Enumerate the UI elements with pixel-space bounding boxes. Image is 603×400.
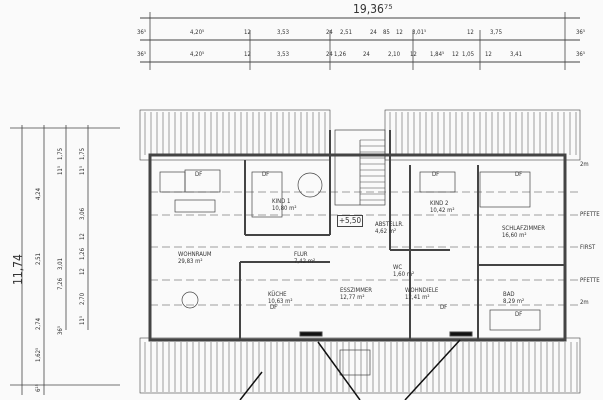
room-name: BAD [503, 291, 515, 298]
dim-label: 36⁵ [137, 51, 147, 58]
room-name: SCHLAFZIMMER [502, 225, 545, 232]
room-area: 12,77 m² [340, 294, 365, 301]
roof-window-label: DF [515, 171, 523, 178]
roof-label: PFETTE [580, 211, 600, 218]
roof-window-label: DF [440, 304, 448, 311]
dim-label: 24 [370, 29, 377, 36]
dim-label: 3,01⁵ [412, 29, 427, 36]
room-area: 10,42 m² [430, 207, 455, 214]
room-area: 8,29 m² [503, 298, 525, 305]
dim-label: 11⁵ [57, 165, 64, 175]
room-name: FLUR [294, 251, 308, 258]
dim-label: 12 [410, 51, 417, 58]
room-area: 1,60 m² [393, 271, 415, 278]
dim-label: 12 [485, 51, 492, 58]
roof-window-label: DF [432, 171, 440, 178]
dim-label: 6²⁵ [35, 384, 42, 392]
dim-label: 1,26 [334, 51, 347, 58]
roof-window-label: DF [515, 311, 523, 318]
dim-label: 2,74 [35, 317, 42, 330]
dim-label: 36⁵ [137, 29, 147, 36]
dim-label: 12 [396, 29, 403, 36]
left-dim-lines [10, 125, 120, 395]
roof-label: FIRST [580, 244, 596, 251]
dim-label: 12 [79, 233, 86, 240]
dim-label: 24 [326, 29, 333, 36]
roof-window-label: DF [195, 171, 203, 178]
dim-label: 36⁵ [57, 325, 64, 335]
room-name: ESSZIMMER [340, 287, 373, 294]
chimney-mark [299, 331, 323, 337]
dim-label: 3,53 [277, 29, 290, 36]
annotation-arrows [239, 339, 461, 400]
dim-label: 11⁵ [79, 165, 86, 175]
room-name: ABSTELLR. [375, 221, 404, 228]
room-area: 16,60 m² [502, 232, 527, 239]
dim-label: 1,62⁵ [35, 347, 42, 362]
dim-label: 12 [244, 51, 251, 58]
dim-label: 4,24 [35, 187, 42, 200]
room-area: 29,83 m² [178, 258, 203, 265]
dim-label: 4,20⁵ [190, 29, 205, 36]
total-depth: 11,74 [11, 254, 25, 285]
dim-label: 2,51 [340, 29, 353, 36]
room-name: WC [393, 264, 403, 271]
dim-label: 2,70 [79, 292, 86, 305]
level-mark: +5,50 [337, 215, 364, 227]
room-area: 4,62 m² [375, 228, 397, 235]
roof-window-label: DF [270, 304, 278, 311]
dim-label: 2,51 [35, 252, 42, 265]
dim-label: 1,75 [79, 147, 86, 160]
dim-label: 1,05 [462, 51, 475, 58]
dim-label: 11⁵ [79, 315, 86, 325]
room-name: KIND 1 [272, 198, 291, 205]
room-area: 10,63 m² [268, 298, 293, 305]
room-name: KIND 2 [430, 200, 449, 207]
room-area: 12,41 m² [405, 294, 430, 301]
outer-wall [148, 153, 567, 342]
dim-label: 24 [363, 51, 370, 58]
room-name: WOHNRAUM [178, 251, 212, 258]
dim-label: 3,06 [79, 207, 86, 220]
dim-label: 3,01 [57, 257, 64, 270]
room-name: WOHNDIELE [405, 287, 439, 294]
dim-label: 1,75 [57, 147, 64, 160]
roof-label: 2m [580, 299, 589, 306]
room-area: 7,42 m² [294, 258, 316, 265]
dim-label: 24 [326, 51, 333, 58]
dim-label: 36⁵ [576, 51, 586, 58]
room-area: 10,80 m² [272, 205, 297, 212]
dim-label: 12 [244, 29, 251, 36]
dim-label: 1,84⁵ [430, 51, 445, 58]
dim-label: 36⁵ [576, 29, 586, 36]
total-width: 19,36⁷⁵ [353, 2, 393, 16]
dim-label: 7,26 [57, 277, 64, 290]
dim-ticks [149, 12, 566, 70]
dim-label: 12 [79, 268, 86, 275]
dim-label: 4,20⁵ [190, 51, 205, 58]
roof-window-label: DF [262, 171, 270, 178]
dim-label: 3,75 [490, 29, 503, 36]
chimney-mark [449, 331, 473, 337]
dim-label: 3,41 [510, 51, 523, 58]
roof-label: PFETTE [580, 277, 600, 284]
dim-label: 3,53 [277, 51, 290, 58]
dim-label: 12 [467, 29, 474, 36]
furniture [159, 169, 541, 376]
dim-label: 12 [452, 51, 459, 58]
inner-walls [239, 130, 565, 340]
room-name: KÜCHE [268, 291, 287, 298]
dim-label: 85 [383, 29, 390, 36]
roof-label: 2m [580, 161, 589, 168]
dim-label: 2,10 [388, 51, 401, 58]
dim-label: 1,26 [79, 247, 86, 260]
